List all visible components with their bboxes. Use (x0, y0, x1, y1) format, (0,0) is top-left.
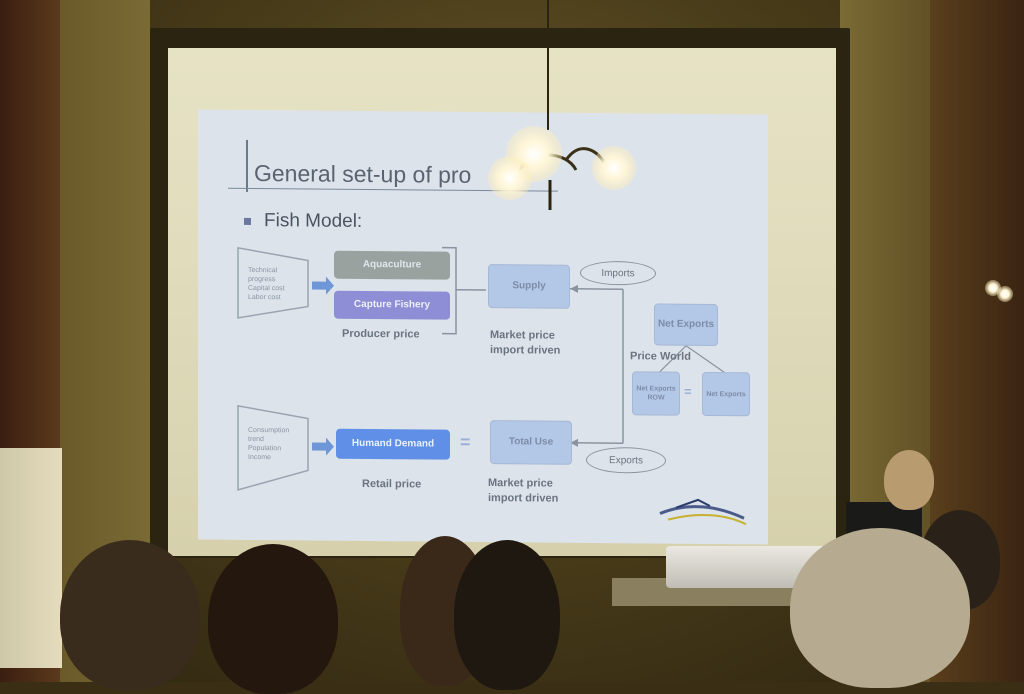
flipchart-easel (0, 448, 62, 668)
audience-member (790, 528, 970, 688)
audience-member (208, 544, 338, 694)
presenter (884, 450, 934, 510)
audience-member (60, 540, 200, 690)
audience-member (454, 540, 560, 690)
